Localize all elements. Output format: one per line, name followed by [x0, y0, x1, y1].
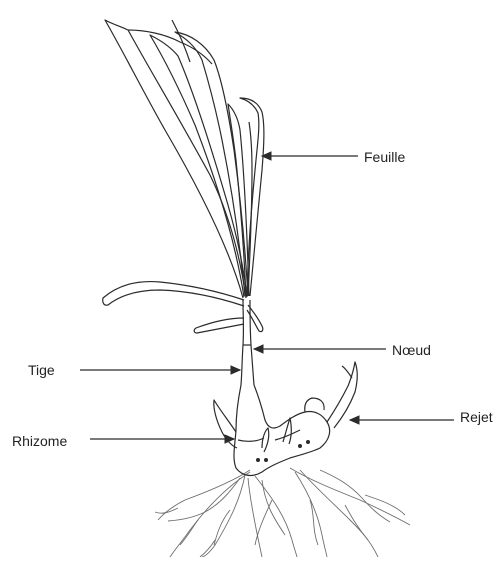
rhizome	[214, 362, 357, 475]
leaves	[103, 20, 264, 333]
stem	[241, 300, 254, 385]
roots	[155, 468, 410, 557]
label-noeud: Nœud	[392, 342, 431, 358]
label-tige: Tige	[28, 362, 55, 378]
label-rhizome: Rhizome	[12, 433, 67, 449]
pointer-arrows	[80, 156, 454, 439]
label-rejet: Rejet	[460, 409, 493, 425]
label-feuille: Feuille	[364, 149, 405, 165]
